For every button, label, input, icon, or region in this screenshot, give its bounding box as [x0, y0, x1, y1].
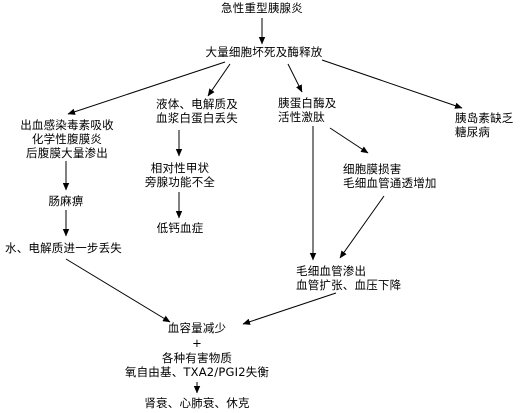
arrow-electrolyte-to-volume [65, 258, 171, 323]
node-electrolyte-further-loss: 水、电解质进一步丢失 [5, 241, 122, 255]
plus-sign: + [192, 336, 202, 350]
arrow-trypsin-to-membrane [329, 127, 369, 154]
arrow-release-to-trypsin [287, 63, 303, 93]
node-parathyroid-insufficiency: 相对性甲状 旁腺功能不全 [144, 161, 216, 189]
node-blood-volume-decrease: 血容量减少 [167, 321, 227, 335]
node-capillary-leak: 毛细血管渗出 血管扩张、血压下降 [296, 264, 402, 292]
arrow-release-to-islet [321, 59, 463, 109]
node-hemorrhage-peritonitis: 出血感染毒素吸收 化学性腹膜炎 后腹膜大量渗出 [20, 118, 114, 160]
node-acute-pancreatitis: 急性重型胰腺炎 [221, 1, 303, 15]
node-organ-failure: 肾衰、心肺衰、休克 [144, 396, 250, 410]
node-fluid-albumin-loss: 液体、电解质及 血浆白蛋白丢失 [156, 97, 238, 125]
node-necrosis-release: 大量细胞坏死及酶释放 [205, 45, 323, 59]
node-trypsin-kinin: 胰蛋白酶及 活性激肽 [278, 96, 337, 124]
node-insulin-deficiency: 胰岛素缺乏 糖尿病 [455, 111, 514, 139]
node-harmful-substances: 各种有害物质 氧自由基、TXA2/PGI2失衡 [124, 351, 270, 379]
node-ileus: 肠麻痹 [48, 194, 84, 208]
node-hypocalcemia: 低钙血症 [156, 221, 204, 235]
arrow-release-to-fluid-loss [207, 63, 231, 97]
arrow-release-to-hemorrhage [67, 61, 226, 115]
node-membrane-damage: 细胞膜损害 毛细血管通透增加 [343, 162, 437, 190]
arrow-membrane-to-capillary [339, 195, 385, 259]
arrow-capillary-to-volume [242, 292, 337, 325]
